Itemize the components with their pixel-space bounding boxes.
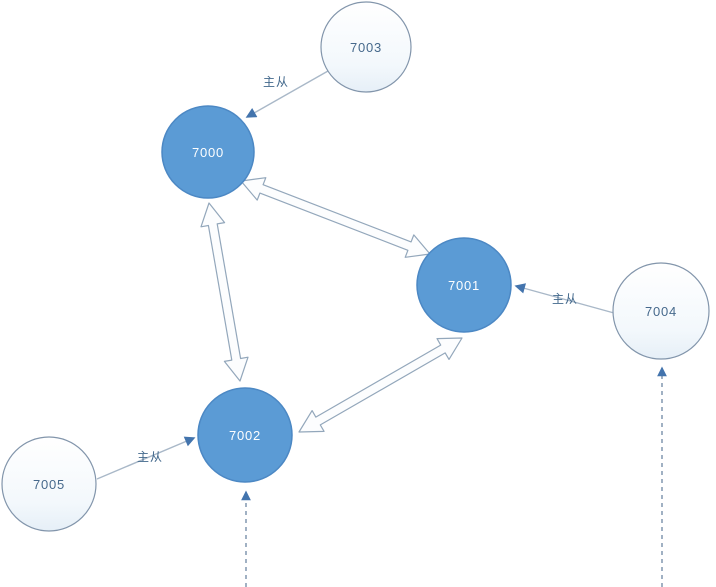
- node-7005: 7005: [1, 436, 97, 532]
- master-slave-arrow-7003-7000: [245, 70, 329, 118]
- node-7001-circle: [416, 237, 512, 333]
- node-7004-circle: [612, 262, 710, 360]
- node-7004: 7004: [612, 262, 710, 360]
- node-7000: 7000: [161, 105, 255, 199]
- node-7000-circle: [161, 105, 255, 199]
- node-7002-circle: [197, 387, 293, 483]
- node-7003-label: 7003: [350, 40, 382, 55]
- node-7001: 7001: [416, 237, 512, 333]
- master-slave-arrow-7005-7002: [96, 436, 196, 480]
- master-slave-label-7005-7002: 主从: [137, 450, 163, 464]
- replication-arrow-7001-7002: [298, 337, 463, 433]
- replication-arrow-7000-7002: [200, 202, 249, 382]
- node-7005-label: 7005: [33, 477, 65, 492]
- master-slave-label-7004-7001: 主从: [552, 292, 578, 306]
- master-slave-label-7003-7000: 主从: [263, 75, 289, 89]
- node-7003: 7003: [320, 1, 412, 93]
- node-7003-circle: [320, 1, 412, 93]
- replication-arrow-7000-7001: [240, 177, 431, 258]
- node-7001-label: 7001: [448, 278, 480, 293]
- node-7002-label: 7002: [229, 428, 261, 443]
- node-7002: 7002: [197, 387, 293, 483]
- node-7000-label: 7000: [192, 145, 224, 160]
- master-slave-arrow-7004-7001: [514, 283, 615, 314]
- node-7005-circle: [1, 436, 97, 532]
- node-7004-label: 7004: [645, 304, 677, 319]
